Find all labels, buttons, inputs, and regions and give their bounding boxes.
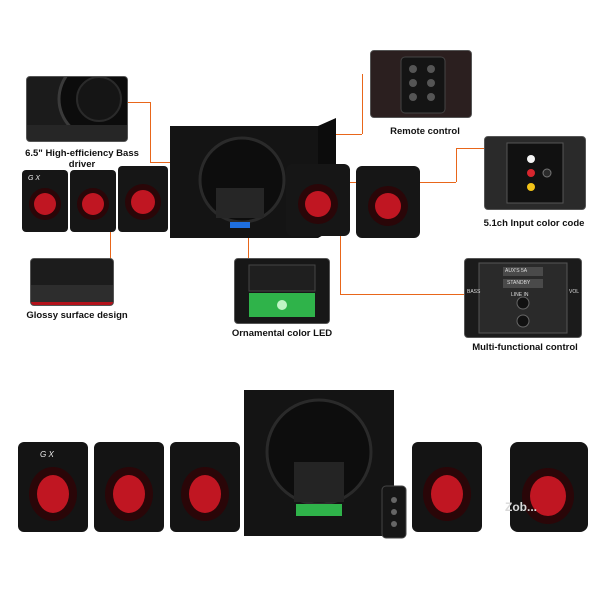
satellite-left-3 [118,166,168,232]
satellite-bottom-5 [510,442,588,532]
bass-driver-thumbnail [26,76,128,142]
top-speaker-set [22,118,420,238]
callout-color-led: Ornamental color LED [231,328,333,339]
satellite-left-2 [70,170,116,232]
remote-thumbnail [370,50,472,118]
callout-input-color-code: 5.1ch Input color code [483,218,585,229]
subwoofer-bottom [244,390,394,536]
leader-led-v [248,222,249,292]
leader-remote-v [362,74,363,134]
callout-multi-control: Multi-functional control [472,342,578,353]
watermark: Zob... [505,500,537,514]
callout-remote-control: Remote control [390,126,460,137]
panel-text-standby: STANDBY [507,280,531,286]
center-speaker-top [286,164,350,236]
leader-glossy-v [110,210,111,280]
leader-remote-h [320,134,362,135]
panel-text-bass: BASS [467,289,481,295]
remote-bottom [381,485,407,539]
leader-multi-v [340,196,341,294]
multi-control-image [465,259,581,337]
leader-input-v [456,148,457,182]
callout-bass-driver: 6.5" High-efficiency Bass driver [25,148,139,170]
color-led-image [235,259,329,323]
bottom-speaker-set [18,390,588,539]
input-panel-image [485,137,585,209]
satellite-bottom-4 [412,442,482,532]
glossy-surface-image [31,259,113,305]
satellite-bottom-2 [94,442,164,532]
panel-text-aux: AUX'S 5A [505,268,528,274]
color-led-thumbnail [234,258,330,324]
multi-control-thumbnail: AUX'S 5A STANDBY LINE IN BASS VOL [464,258,582,338]
glossy-surface-thumbnail [30,258,114,306]
satellite-bottom-3 [170,442,240,532]
leader-bass-v [150,102,151,162]
panel-text-line-in: LINE IN [511,292,529,298]
satellite-right [356,166,420,238]
brand-badge-bottom: G X [40,450,54,459]
remote-image [371,51,471,117]
callout-glossy-surface: Glossy surface design [26,310,128,321]
leader-multi-h [340,294,464,295]
satellite-left-1 [22,170,68,232]
panel-text-vol: VOL [569,289,580,295]
brand-badge-top: G X [28,175,41,182]
leader-input-h2 [456,148,484,149]
input-color-code-thumbnail [484,136,586,210]
satellite-bottom-1 [18,442,88,532]
bass-driver-image [27,77,127,141]
